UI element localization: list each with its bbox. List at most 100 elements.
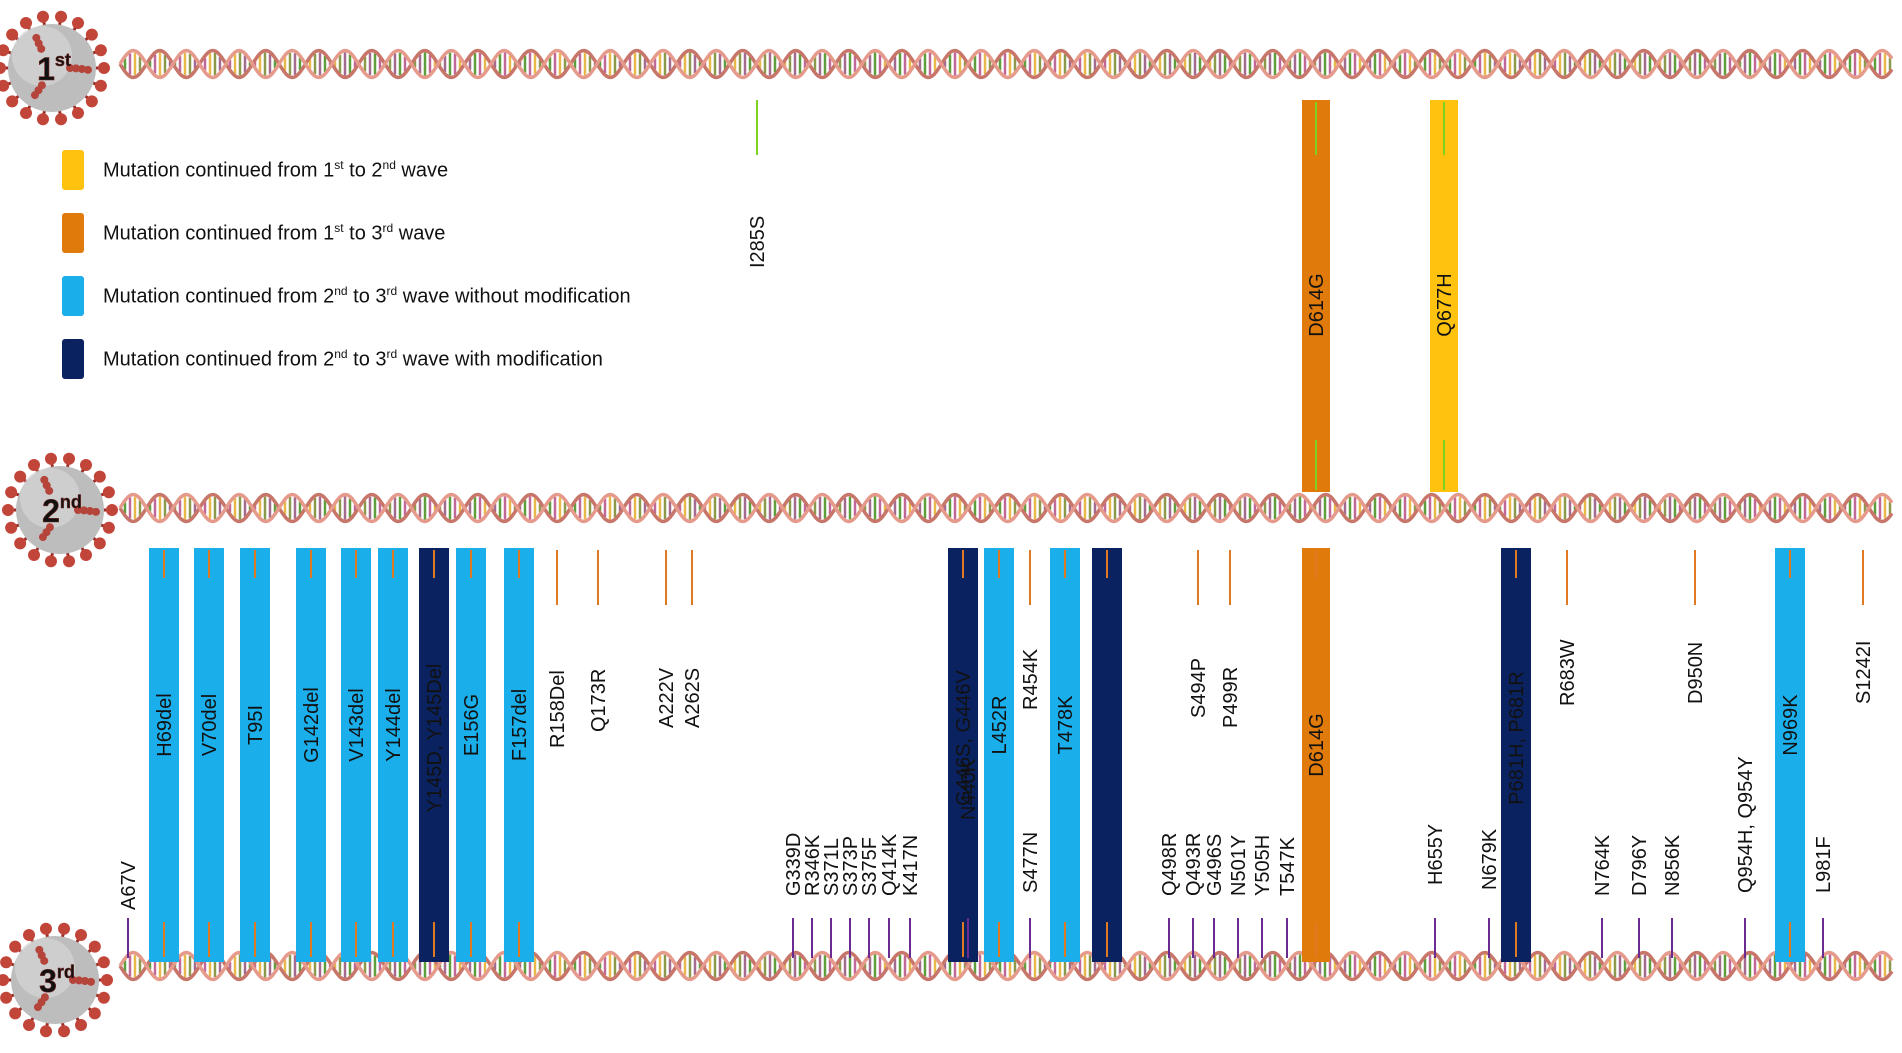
virus-spike-tip — [28, 458, 40, 471]
wave3-label: N856K — [1662, 834, 1684, 896]
wave3-label: Q414K — [879, 833, 901, 896]
virus-spike-tip — [14, 470, 27, 483]
wave3-label: S371L — [821, 838, 843, 896]
dna-helix-2 — [118, 492, 1894, 524]
virus-spike-tip — [0, 974, 9, 986]
virus-spike-tip — [93, 470, 106, 483]
wave-label: 3rd — [39, 962, 75, 999]
wave2-label: D950N — [1685, 642, 1707, 704]
helix-strand — [118, 950, 1894, 982]
virus-dot — [30, 91, 39, 100]
virus-spike-tip — [94, 79, 107, 92]
wave2-band-label: L452R — [989, 696, 1011, 755]
virus-spike-tip — [23, 928, 35, 941]
virus-spike-tip — [88, 940, 101, 953]
virus-spike-tip — [102, 486, 115, 499]
virus-spike-tip — [58, 1025, 71, 1038]
wave2-band — [984, 548, 1014, 962]
wave2-label: S494P — [1188, 658, 1210, 718]
helix-strand — [118, 48, 1894, 80]
virus-spike-tip — [0, 79, 10, 92]
virus-dot — [91, 507, 100, 516]
wave2-band — [378, 548, 408, 962]
wave3-label: D796Y — [1629, 835, 1651, 896]
virus-spike-tip — [72, 107, 84, 120]
virus-layer: 1st 2nd 3rd — [0, 10, 118, 1038]
helix-strand — [118, 492, 1894, 524]
legend-swatch — [62, 339, 84, 379]
wave3-label: L981F — [1813, 836, 1835, 893]
virus-dot — [83, 65, 92, 74]
wave2-band-label: Y144del — [383, 688, 405, 761]
wave3-label: S375F — [859, 837, 881, 896]
virus-spike-tip — [5, 486, 18, 499]
helix-strand — [118, 492, 1894, 524]
virus-spike-tip — [0, 44, 10, 57]
wave2-band-label: D614G — [1306, 713, 1328, 776]
wave3-label: G496S — [1204, 834, 1226, 896]
virus-dot — [38, 533, 47, 542]
wave3-label: A67V — [118, 860, 140, 910]
virus-spike-tip — [44, 555, 57, 568]
wave2-band-label: G142del — [301, 687, 323, 763]
wave2-band — [1302, 548, 1330, 962]
legend-item-w1-w3: Mutation continued from 1st to 3rd wave — [62, 213, 631, 253]
wave3-label: H655Y — [1425, 824, 1447, 885]
virus-spike-tip — [80, 549, 92, 562]
wave3-label: N764K — [1592, 834, 1614, 896]
virus-spike-tip — [98, 62, 110, 74]
helix-layer — [118, 48, 1894, 982]
wave2-band-label: H69del — [154, 693, 176, 756]
wave2-band — [296, 548, 326, 962]
virus-spike-tip — [63, 555, 76, 568]
virus-icon: 1st — [0, 10, 110, 126]
wave2-band — [341, 548, 371, 962]
wave3-label: K417N — [900, 835, 922, 896]
wave2-label: S1242I — [1853, 641, 1875, 704]
legend-label: Mutation continued from 2nd to 3rd wave … — [103, 346, 603, 371]
virus-spike-tip — [102, 521, 115, 534]
wave2-band-label: V143del — [346, 688, 368, 761]
wave3-label: S373P — [840, 836, 862, 896]
virus-spike-tip — [106, 504, 118, 516]
virus-spike-tip — [9, 1007, 22, 1020]
wave1-band — [1302, 100, 1330, 492]
virus-dot — [79, 506, 88, 515]
wave2-band — [194, 548, 224, 962]
wave3-label: Y505H — [1252, 835, 1274, 896]
virus-spike-tip — [97, 991, 110, 1004]
legend-swatch — [62, 213, 84, 253]
virus-spike-tip — [44, 452, 57, 465]
wave2-band-label: T478K — [1055, 695, 1077, 755]
wave1-label: I285S — [747, 216, 769, 268]
wave2-band — [1092, 548, 1122, 962]
wave2-band-label: T95I — [245, 705, 267, 745]
virus-dot — [77, 65, 86, 74]
wave2-band — [504, 548, 534, 962]
virus-dot — [85, 507, 94, 516]
legend-item-w2-w3-modified: Mutation continued from 2nd to 3rd wave … — [62, 339, 631, 379]
virus-spike-tip — [28, 549, 40, 562]
virus-spike-tip — [75, 928, 87, 941]
wave2-band-label: N969K — [1780, 694, 1802, 756]
virus-spike-tip — [5, 521, 18, 534]
virus-spike-tip — [0, 991, 13, 1004]
wave-label: 2nd — [42, 492, 82, 529]
wave3-label: T547K — [1277, 836, 1299, 896]
band-layer — [149, 100, 1805, 962]
wave2-band-label: G446S, G446V — [953, 670, 975, 806]
wave3-label: Q493R — [1183, 833, 1205, 896]
legend: Mutation continued from 1st to 2nd wave … — [62, 150, 631, 402]
virus-spike-tip — [63, 452, 76, 465]
wave2-band-label: V70del — [199, 694, 221, 756]
wave2-band — [1501, 548, 1531, 962]
virus-spike-tip — [93, 537, 106, 550]
wave2-label: R683W — [1557, 639, 1579, 706]
virus-spike-tip — [20, 16, 32, 29]
virus-dot — [35, 945, 44, 954]
wave2-label: R158Del — [547, 670, 569, 748]
wave2-band — [1775, 548, 1805, 962]
virus-spike-tip — [39, 922, 52, 935]
wave3-label: R346K — [802, 834, 824, 896]
